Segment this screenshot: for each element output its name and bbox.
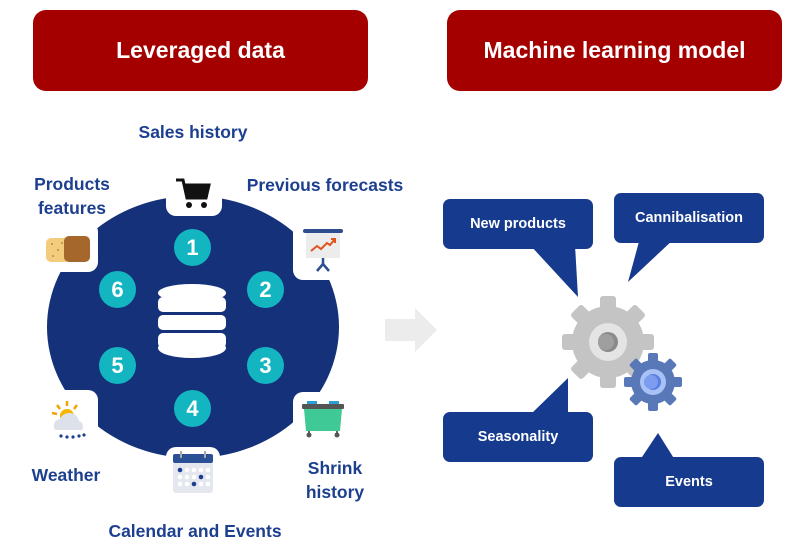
new-products-label: New products [470, 216, 566, 232]
bread-icon [46, 236, 90, 262]
events-label: Events [665, 474, 713, 490]
products-features-line-1: Products [34, 174, 110, 194]
waste-bin-icon [302, 401, 344, 438]
cannibalisation-bubble: Cannibalisation [614, 193, 764, 243]
calendar-icon [173, 451, 213, 493]
step-6-badge: 6 [99, 271, 136, 308]
shrink-history-line-1: Shrink [307, 458, 363, 478]
step-5-badge: 5 [99, 347, 136, 384]
previous-forecasts-label: Previous forecasts [246, 175, 404, 195]
gears-icon [562, 296, 682, 411]
seasonality-label: Seasonality [477, 429, 559, 445]
seasonality-bubble: Seasonality [443, 412, 593, 462]
sales-history-label: Sales history [138, 122, 248, 142]
leveraged-data-title: Leveraged data [116, 37, 285, 63]
products-features-line-2: features [37, 198, 107, 218]
database-icon [158, 284, 226, 358]
weather-icon [51, 401, 86, 439]
weather-label: Weather [31, 465, 101, 485]
ml-model-title: Machine learning model [483, 37, 746, 63]
products-features-label: Products features [20, 172, 124, 220]
calendar-events-label: Calendar and Events [108, 521, 282, 541]
events-bubble: Events [614, 457, 764, 507]
shopping-cart-icon [176, 178, 211, 208]
ml-model-header: Machine learning model [447, 10, 782, 91]
step-3-badge: 3 [247, 347, 284, 384]
new-products-bubble: New products [443, 199, 593, 249]
step-1-badge: 1 [174, 229, 211, 266]
step-4-badge: 4 [174, 390, 211, 427]
shrink-history-label: Shrink history [290, 456, 380, 504]
shrink-history-line-2: history [305, 482, 365, 502]
step-2-badge: 2 [247, 271, 284, 308]
arrow-right-icon [385, 308, 437, 352]
cannibalisation-label: Cannibalisation [635, 210, 743, 226]
presentation-chart-icon [303, 229, 343, 272]
leveraged-data-header: Leveraged data [33, 10, 368, 91]
